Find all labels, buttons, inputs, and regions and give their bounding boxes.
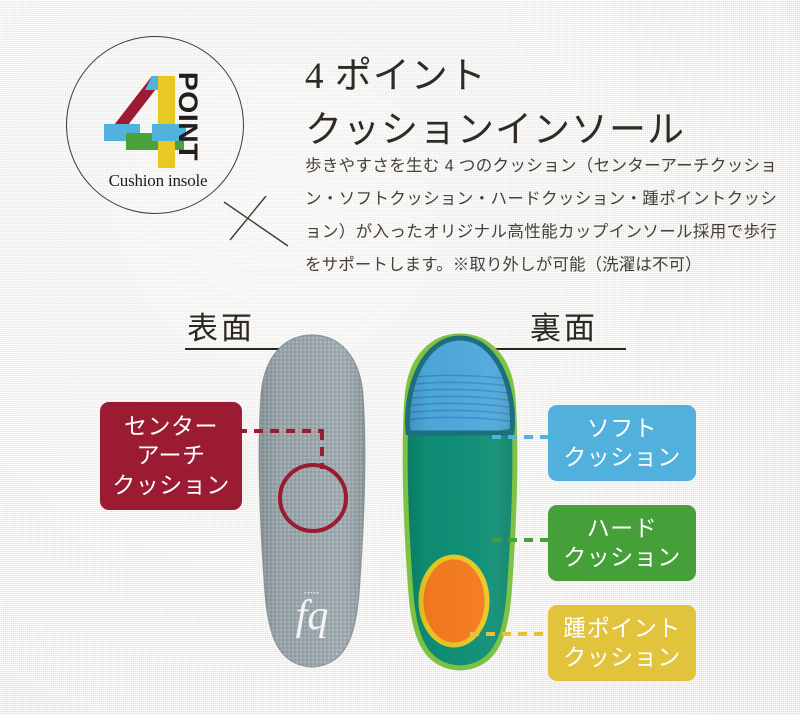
svg-text:fq: fq [296, 593, 329, 639]
four-point-logo: POINT Cushion insole [96, 72, 216, 202]
caption-back-rule [466, 348, 626, 350]
label-soft-cushion[interactable]: ソフト クッション [548, 405, 696, 481]
label-hard-line2: クッション [563, 544, 681, 570]
badge-circle [66, 36, 244, 214]
logo-four-glyph [104, 76, 186, 168]
label-heel-line1: 踵ポイント [563, 614, 681, 641]
toe-cup-outline [405, 335, 515, 436]
page-title-line1: 4 ポイント [305, 56, 487, 97]
label-heel-line2: クッション [563, 644, 681, 670]
lead-paragraph: 歩きやすさを生む 4 つのクッション（センターアーチクッション・ソフトクッション… [305, 157, 777, 274]
insole-brand-mark: fq ••••• [296, 591, 329, 639]
svg-text:•••••: ••••• [304, 591, 320, 597]
label-center-arch-cushion[interactable]: センター アーチ クッション [100, 402, 242, 510]
label-heel-point-cushion[interactable]: 踵ポイント クッション [548, 605, 696, 681]
logo-point-text: POINT [173, 71, 203, 162]
label-center-arch-line1: センター [124, 412, 218, 439]
page-title: 4 ポイント クッションインソール [305, 50, 775, 157]
caption-front-side: 表面 [187, 311, 255, 346]
page-title-line2: クッションインソール [305, 109, 685, 151]
center-arch-highlight-circle [278, 463, 348, 533]
label-soft-line1: ソフト [586, 414, 658, 441]
label-hard-cushion[interactable]: ハード クッション [548, 505, 696, 581]
label-center-arch-line2: アーチ [136, 442, 206, 469]
insole-back-image [396, 333, 524, 671]
label-hard-line1: ハード [586, 514, 658, 541]
caption-front-rule [185, 348, 322, 350]
label-center-arch-line3: クッション [112, 471, 230, 498]
badge-pointer-lines [223, 196, 289, 247]
label-soft-line2: クッション [563, 444, 681, 470]
insole-front-image: fq ••••• [252, 333, 372, 671]
caption-back-side: 裏面 [530, 311, 598, 346]
logo-caption: Cushion insole [108, 171, 208, 190]
